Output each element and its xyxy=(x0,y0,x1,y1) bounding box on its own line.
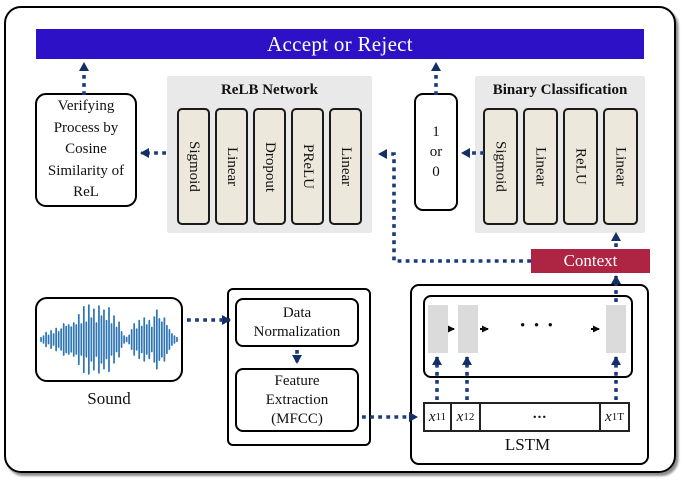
relb-layer-dropout: Dropout xyxy=(253,108,286,225)
lstm-cells-ellipsis: • • • xyxy=(520,317,556,332)
context-box: Context xyxy=(531,249,650,273)
lstm-input-ellipsis: ... xyxy=(532,405,548,422)
bc-layer-linear-2: Linear xyxy=(602,108,638,225)
bc-layer-linear-1: Linear xyxy=(522,108,558,225)
decision-line-or: or xyxy=(429,144,443,160)
binary-classification-panel: Binary Classification Sigmoid Linear ReL… xyxy=(475,76,645,233)
relb-network-panel: ReLB Network Sigmoid Linear Dropout PReL… xyxy=(167,76,372,233)
relb-layer-linear-2: Linear xyxy=(329,108,362,225)
feature-extraction-box: Feature Extraction (MFCC) xyxy=(235,368,359,432)
relb-layer-sigmoid: Sigmoid xyxy=(177,108,210,225)
sound-waveform-icon xyxy=(40,304,178,375)
outer-frame xyxy=(4,6,676,473)
sound-label: Sound xyxy=(87,389,131,408)
sound-waveform-box xyxy=(35,297,183,382)
accept-reject-banner: Accept or Reject xyxy=(36,29,644,59)
relb-network-title: ReLB Network xyxy=(220,82,319,98)
relb-layer-row: Sigmoid Linear Dropout PReLU Linear xyxy=(167,108,372,225)
x11-base: x xyxy=(428,408,436,425)
relb-layer-prelu: PReLU xyxy=(291,108,324,225)
bc-layer-sigmoid: Sigmoid xyxy=(482,108,518,225)
lstm-cell-2 xyxy=(458,305,478,353)
x12-base: x xyxy=(456,408,464,425)
lstm-cell-1 xyxy=(428,305,448,353)
x1T-base: x xyxy=(605,408,612,425)
lstm-cells-box xyxy=(423,295,633,378)
decision-line-1: 1 xyxy=(432,124,440,140)
verifying-process-box: Verifying Process by Cosine Similarity o… xyxy=(35,93,137,207)
bc-layer-relu: ReLU xyxy=(562,108,598,225)
data-normalization-box: Data Normalization xyxy=(235,298,359,347)
bc-layer-row: Sigmoid Linear ReLU Linear xyxy=(475,108,645,225)
lstm-label: LSTM xyxy=(504,435,551,454)
lstm-cell-T xyxy=(606,305,626,353)
decision-output-box: 1 or 0 xyxy=(414,93,458,211)
binary-classification-title: Binary Classification xyxy=(492,82,628,98)
lstm-input-ellipsis-cell: ... xyxy=(479,402,601,432)
decision-line-0: 0 xyxy=(432,164,440,180)
relb-layer-linear-1: Linear xyxy=(215,108,248,225)
